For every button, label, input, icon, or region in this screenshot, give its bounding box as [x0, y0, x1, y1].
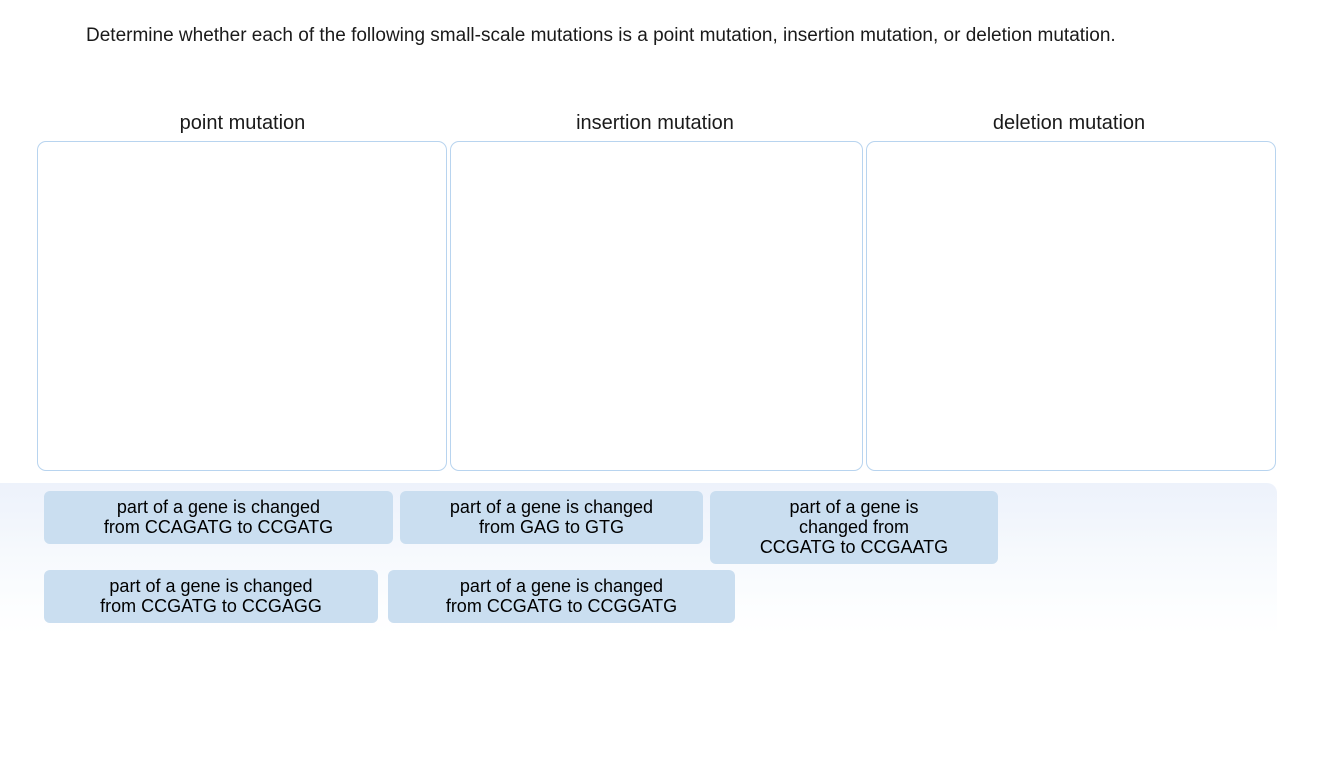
answer-tile[interactable]: part of a gene is changed from GAG to GT… — [400, 491, 703, 544]
category-header-deletion-mutation: deletion mutation — [992, 112, 1146, 134]
instruction-text: Determine whether each of the following … — [86, 25, 1116, 46]
dropzone-deletion-mutation[interactable] — [866, 141, 1276, 471]
category-headers: point mutation insertion mutation deleti… — [37, 110, 1276, 140]
answer-tile[interactable]: part of a gene is changed from CCGATG to… — [388, 570, 735, 623]
answer-bank-row: part of a gene is changed from CCGATG to… — [44, 570, 1277, 623]
category-header-insertion-mutation: insertion mutation — [576, 112, 734, 134]
answer-bank: part of a gene is changed from CCAGATG t… — [0, 483, 1277, 635]
category-header-point-mutation: point mutation — [179, 112, 306, 134]
dropzone-point-mutation[interactable] — [37, 141, 447, 471]
answer-bank-row: part of a gene is changed from CCAGATG t… — [44, 491, 1277, 564]
answer-tile[interactable]: part of a gene is changed from CCAGATG t… — [44, 491, 393, 544]
dropzone-row — [37, 141, 1276, 471]
dropzone-insertion-mutation[interactable] — [450, 141, 863, 471]
answer-tile[interactable]: part of a gene is changed from CCGATG to… — [44, 570, 378, 623]
answer-tile[interactable]: part of a gene is changed from CCGATG to… — [710, 491, 998, 564]
